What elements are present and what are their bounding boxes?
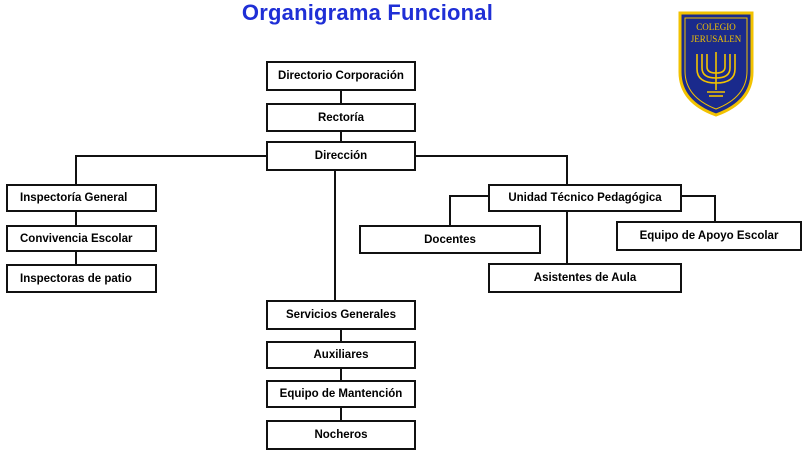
node-docentes: Docentes (359, 225, 541, 254)
menorah-icon (696, 52, 736, 97)
node-rectoria: Rectoría (266, 103, 416, 132)
logo-text-colegio: COLEGIO (696, 22, 736, 32)
node-inspectoras: Inspectoras de patio (6, 264, 157, 293)
node-inspectoria: Inspectoría General (6, 184, 157, 212)
node-directorio: Directorio Corporación (266, 61, 416, 91)
node-nocheros: Nocheros (266, 420, 416, 450)
node-auxiliares: Auxiliares (266, 341, 416, 369)
node-direccion: Dirección (266, 141, 416, 171)
node-servicios: Servicios Generales (266, 300, 416, 330)
node-convivencia: Convivencia Escolar (6, 225, 157, 252)
node-apoyo: Equipo de Apoyo Escolar (616, 221, 802, 251)
node-mantencion: Equipo de Mantención (266, 380, 416, 408)
page-title: Organigrama Funcional (241, 0, 494, 25)
logo-text-jerusalen: JERUSALEN (691, 34, 742, 44)
node-utp: Unidad Técnico Pedagógica (488, 184, 682, 212)
node-asistentes: Asistentes de Aula (488, 263, 682, 293)
school-logo: COLEGIO JERUSALEN (678, 11, 754, 117)
